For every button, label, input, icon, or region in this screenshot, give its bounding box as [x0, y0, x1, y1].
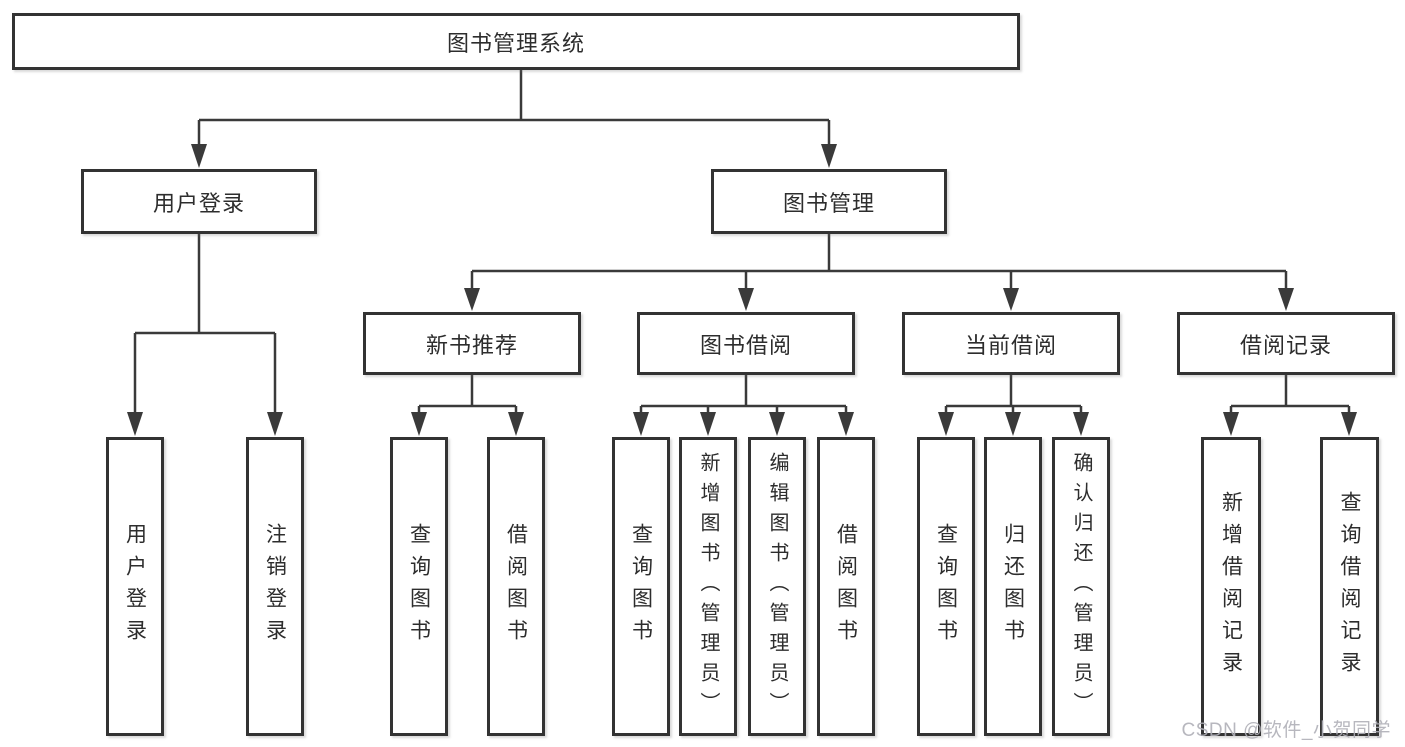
leaf-borrow-books-recommend: 借阅图书 [487, 437, 545, 736]
arrow-down-icon [191, 144, 207, 168]
node-label: 借阅记录 [1239, 332, 1332, 358]
leaf-label: 查询图书 [629, 522, 653, 651]
node-label: 图书管理系统 [446, 30, 585, 56]
node-label: 图书借阅 [699, 332, 792, 358]
edges-user-login-to-leaves [127, 234, 283, 436]
leaf-borrow-books: 借阅图书 [817, 437, 875, 736]
leaf-label: 借阅图书 [504, 522, 528, 651]
arrow-down-icon [938, 412, 954, 436]
arrow-down-icon [267, 412, 283, 436]
edges-book-borrowing-to-leaves [633, 375, 854, 436]
node-label: 图书管理 [782, 190, 875, 216]
node-new-book-recommend: 新书推荐 [363, 312, 581, 375]
leaf-confirm-return-admin: 确认归还（管理员） [1052, 437, 1110, 736]
leaf-label: 注销登录 [263, 522, 287, 651]
leaf-return-book: 归还图书 [984, 437, 1042, 736]
node-user-login: 用户登录 [81, 169, 317, 234]
leaf-user-login: 用户登录 [106, 437, 164, 736]
leaf-label: 新增借阅记录 [1219, 490, 1243, 683]
node-label: 新书推荐 [425, 332, 518, 358]
arrow-down-icon [508, 412, 524, 436]
arrow-down-icon [464, 288, 480, 311]
leaf-add-borrow-record: 新增借阅记录 [1201, 437, 1261, 736]
leaf-label: 确认归还（管理员） [1070, 451, 1092, 722]
leaf-label: 用户登录 [123, 522, 147, 651]
edges-new-book-recommend-to-leaves [411, 375, 524, 436]
leaf-label: 新增图书（管理员） [697, 451, 719, 722]
leaf-label: 查询图书 [407, 522, 431, 651]
arrow-down-icon [1003, 288, 1019, 311]
edges-book-management-to-level2 [464, 234, 1294, 311]
leaf-label: 编辑图书（管理员） [766, 451, 788, 722]
arrow-down-icon [700, 412, 716, 436]
arrow-down-icon [1073, 412, 1089, 436]
node-current-borrowing: 当前借阅 [902, 312, 1120, 375]
leaf-query-books-recommend: 查询图书 [390, 437, 448, 736]
arrow-down-icon [411, 412, 427, 436]
arrow-down-icon [738, 288, 754, 311]
arrow-down-icon [821, 144, 837, 168]
arrow-down-icon [1278, 288, 1294, 311]
arrow-down-icon [769, 412, 785, 436]
node-book-management: 图书管理 [711, 169, 947, 234]
leaf-label: 查询借阅记录 [1338, 490, 1361, 683]
leaf-query-borrow-record: 查询借阅记录 [1320, 437, 1379, 736]
leaf-logout: 注销登录 [246, 437, 304, 736]
edges-current-borrowing-to-leaves [938, 375, 1089, 436]
arrow-down-icon [633, 412, 649, 436]
node-label: 当前借阅 [964, 332, 1057, 358]
leaf-edit-book-admin: 编辑图书（管理员） [748, 437, 806, 736]
node-book-borrowing: 图书借阅 [637, 312, 855, 375]
edges-root-to-level1 [191, 70, 837, 168]
leaf-query-books-borrowing: 查询图书 [612, 437, 670, 736]
node-library-system: 图书管理系统 [12, 13, 1020, 70]
leaf-label: 借阅图书 [834, 522, 858, 651]
leaf-label: 归还图书 [1001, 522, 1025, 651]
arrow-down-icon [1005, 412, 1021, 436]
arrow-down-icon [1341, 412, 1357, 436]
leaf-add-book-admin: 新增图书（管理员） [679, 437, 737, 736]
arrow-down-icon [1223, 412, 1239, 436]
leaf-label: 查询图书 [934, 522, 958, 651]
watermark: CSDN @软件_小贺同学 [1181, 720, 1391, 741]
node-borrowing-records: 借阅记录 [1177, 312, 1395, 375]
node-label: 用户登录 [152, 190, 245, 216]
edges-borrowing-records-to-leaves [1223, 375, 1357, 436]
arrow-down-icon [838, 412, 854, 436]
arrow-down-icon [127, 412, 143, 436]
leaf-query-books-current: 查询图书 [917, 437, 975, 736]
